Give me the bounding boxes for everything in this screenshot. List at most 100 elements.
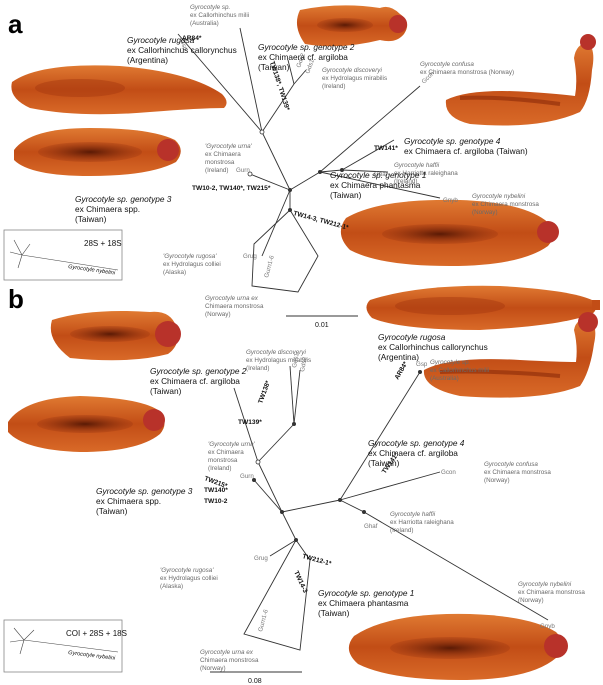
label-line: (Ireland): [390, 527, 413, 534]
node-label: AR84*: [394, 360, 410, 381]
label-line: ex Harriotta raleighana: [394, 170, 458, 177]
label-line: 'Gyrocotyle urna': [208, 441, 256, 448]
label-line: (Norway): [205, 311, 231, 318]
tip-label: Gcon: [441, 469, 456, 476]
label-line: Gyrocotyle nybelini: [518, 581, 572, 588]
worm-image-genotype3-a: [14, 128, 181, 176]
tree-b: [233, 365, 549, 651]
node-label: TW212-1*: [301, 553, 332, 568]
label-line: ex Chimaera phantasma: [318, 598, 409, 608]
node-label: AR84*: [182, 35, 202, 42]
node-label: TW138*: [257, 379, 272, 404]
label-line: monstrosa: [208, 457, 238, 464]
label-urna-norway-a: Gyrocotyle urna ex Chimaera monstrosa (N…: [205, 295, 264, 318]
label-line: Gyrocotyle haffii: [390, 511, 436, 518]
label-line: ex Chimaera spp.: [75, 204, 140, 214]
node-label: TW14-3: [292, 570, 308, 595]
label-line: 'Gyrocotyle rugosa': [160, 567, 214, 574]
label-line: Gyrocotyle rugosa: [378, 332, 446, 342]
worm-image-genotype4-b: [423, 312, 598, 398]
worm-image-rugosa-a: [11, 65, 227, 115]
label-line: ex Chimaera monstrosa (Norway): [420, 69, 514, 76]
label-line: (Ireland): [208, 465, 231, 472]
label-line: (Taiwan): [75, 214, 107, 224]
label-line: Gyrocotyle urna ex: [205, 295, 259, 302]
label-urna-ireland-a: 'Gyrocotyle urna' ex Chimaera monstrosa …: [205, 143, 253, 174]
label-sp-australia-a: Gyrocotyle sp. ex Callorhinchus milii (A…: [190, 4, 249, 27]
tip-label: Gsp: [178, 38, 189, 52]
label-genotype4-a: Gyrocotyle sp. genotype 4 ex Chimaera cf…: [404, 136, 528, 156]
label-line: Gyrocotyle discoveryi: [322, 67, 382, 74]
label-line: ex Chimaera cf. argiloba: [368, 448, 458, 458]
label-line: Chimaera monstrosa: [200, 657, 259, 664]
tip-label: Gds1: [291, 352, 301, 368]
label-line: Gyrocotyle haffii: [394, 162, 440, 169]
label-rugosa-a: Gyrocotyle rugosa ex Callorhinchus callo…: [127, 35, 237, 65]
label-line: ex Callorhinchus milii: [190, 12, 249, 19]
tip-label: Gds2: [299, 356, 309, 372]
worm-image-genotype1-a: [340, 199, 559, 266]
inset-tree-b: COI + 28S + 18S Gyrocotyle nybelini: [3, 619, 127, 673]
label-line: ex Chimaera cf. argiloba: [150, 376, 240, 386]
label-line: ex Chimaera cf. argiloba: [258, 52, 348, 62]
label-line: Gyrocotyle rugosa: [127, 35, 195, 45]
inset-tree-a: 28S + 18S Gyrocotyle nybelini: [3, 229, 123, 281]
tip-label: Gurn1-6: [257, 608, 270, 632]
worm-image-genotype3-b: [8, 396, 165, 452]
label-sp-australia-b: Gyrocotyle sp. ex Callorhinchus milii (A…: [430, 359, 489, 382]
label-line: (Australia): [430, 375, 459, 382]
label-line: Gyrocotyle sp. genotype 2: [150, 366, 247, 376]
label-urna-norway-b: Gyrocotyle urna ex Chimaera monstrosa (N…: [200, 649, 259, 672]
label-line: ex Chimaera monstrosa: [484, 469, 551, 476]
label-line: (Ireland): [246, 365, 269, 372]
label-line: ex Callorhinchus callorynchus: [127, 45, 237, 55]
label-line: (Taiwan): [330, 190, 362, 200]
label-line: ex Chimaera cf. argiloba (Taiwan): [404, 146, 528, 156]
label-line: ex Callorhinchus milii: [430, 367, 489, 374]
panel-letter-b: b: [8, 284, 24, 314]
label-line: monstrosa: [205, 159, 235, 166]
label-line: ex Hydrolagus mirabilis: [322, 75, 387, 82]
node-label: TW140*: [204, 487, 228, 494]
label-line: ex Chimaera phantasma: [330, 180, 421, 190]
tip-label: Gds2: [295, 52, 307, 69]
label-line: 'Gyrocotyle urna': [205, 143, 253, 150]
label-line: ex Chimaera spp.: [96, 496, 161, 506]
panel-b: b: [3, 284, 600, 685]
label-genotype4-b: Gyrocotyle sp. genotype 4 ex Chimaera cf…: [368, 438, 465, 468]
label-genotype3-b: Gyrocotyle sp. genotype 3 ex Chimaera sp…: [96, 486, 193, 516]
label-confusa-a: Gyrocotyle confusa ex Chimaera monstrosa…: [420, 61, 514, 76]
tip-label: Gnyb: [443, 197, 458, 204]
worm-image-genotype2-b: [50, 311, 181, 361]
tip-label: Gsp: [416, 361, 428, 368]
label-line: 'Gyrocotyle rugosa': [163, 253, 217, 260]
label-rugosa-b: Gyrocotyle rugosa ex Callorhinchus callo…: [378, 332, 488, 362]
label-line: Gyrocotyle sp. genotype 2: [258, 42, 355, 52]
label-line: Gyrocotyle sp. genotype 4: [368, 438, 465, 448]
tip-label: Ghaf: [374, 171, 388, 178]
label-rugosa-alaska-a: 'Gyrocotyle rugosa' ex Hydrolagus collie…: [163, 253, 221, 276]
tip-label: Gds1: [304, 58, 316, 75]
label-line: Gyrocotyle sp. genotype 1: [318, 588, 414, 598]
tree-a: [177, 27, 441, 293]
label-line: ex Chimaera: [208, 449, 244, 456]
label-line: ex Hydrolagus mirabilis: [246, 357, 311, 364]
label-haffii-a: Gyrocotyle haffii ex Harriotta raleighan…: [394, 162, 458, 185]
label-haffii-b: Gyrocotyle haffii ex Harriotta raleighan…: [390, 511, 454, 534]
label-genotype2-a: Gyrocotyle sp. genotype 2 ex Chimaera cf…: [258, 42, 355, 72]
label-confusa-b: Gyrocotyle confusa ex Chimaera monstrosa…: [484, 461, 551, 484]
label-genotype2-b: Gyrocotyle sp. genotype 2 ex Chimaera cf…: [150, 366, 247, 396]
label-line: (Ireland): [322, 83, 345, 90]
label-discoveryi-b: Gyrocotyle discoveryi ex Hydrolagus mira…: [246, 349, 311, 372]
label-genotype3-a: Gyrocotyle sp. genotype 3 ex Chimaera sp…: [75, 194, 172, 224]
label-line: (Norway): [518, 597, 544, 604]
label-line: (Ireland): [394, 178, 417, 185]
label-line: Gyrocotyle sp.: [430, 359, 470, 366]
label-line: ex Hydrolagus colliei: [163, 261, 221, 268]
inset-label: COI + 28S + 18S: [66, 629, 127, 638]
label-line: (Alaska): [160, 583, 183, 590]
label-line: Gyrocotyle urna ex: [200, 649, 254, 656]
label-line: Gyrocotyle confusa: [420, 61, 474, 68]
scale-label: 0.01: [315, 322, 329, 329]
label-line: (Norway): [484, 477, 510, 484]
